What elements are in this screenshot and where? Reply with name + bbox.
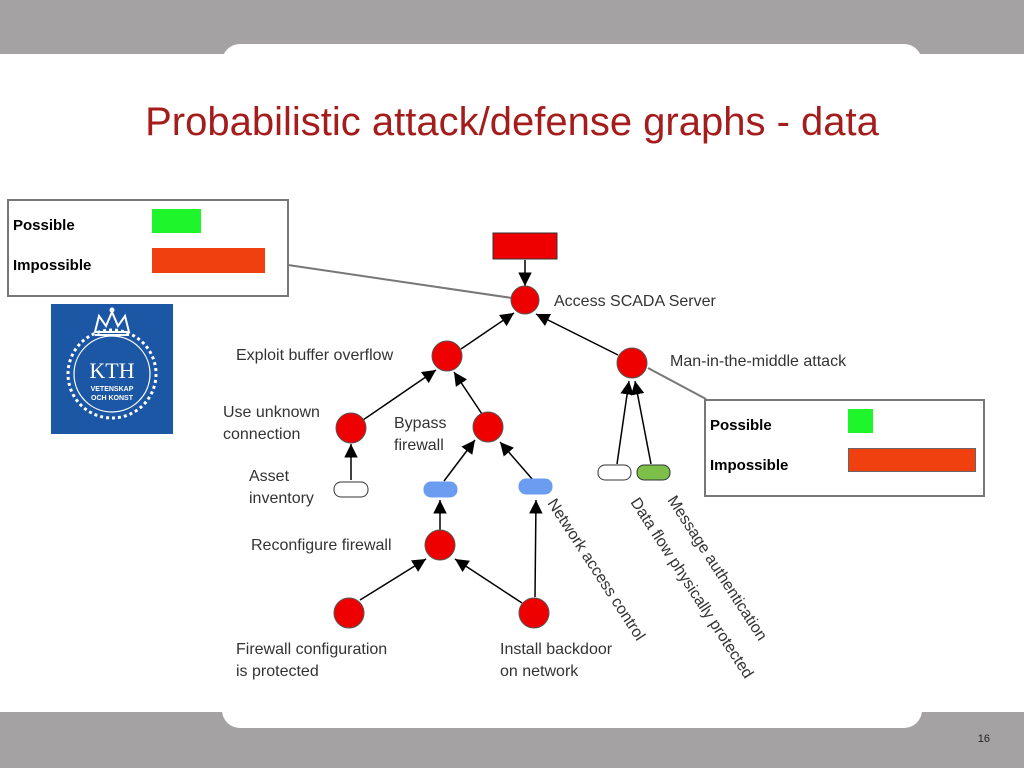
label-fw-config-1: Firewall configuration [236, 641, 387, 658]
legend-connector-top [287, 264, 513, 299]
logo-subtext-2: OCH KONST [91, 395, 134, 402]
legend-right: Possible Impossible [704, 399, 985, 497]
legend-top-impossible-swatch [152, 248, 265, 273]
label-exploit-buffer: Exploit buffer overflow [236, 347, 394, 364]
label-reconfigure: Reconfigure firewall [251, 537, 392, 554]
edge-unknown-to-exploit [362, 369, 437, 421]
node-exploit-buffer [431, 340, 463, 372]
legend-right-possible-swatch [848, 409, 873, 433]
logo-subtext-1: VETENSKAP [91, 386, 134, 393]
label-fw-config-2: is protected [236, 663, 319, 680]
edge-green-to-mitm [630, 380, 652, 465]
defense-data-flow [597, 464, 632, 481]
edge-fwconfig-to-reconfigure [359, 558, 427, 601]
edge-backdoor-to-reconfigure [454, 558, 523, 604]
node-fw-config [333, 597, 365, 629]
legend-right-impossible-swatch [848, 448, 976, 472]
label-use-unknown-2: connection [223, 426, 300, 443]
legend-top-possible-swatch [152, 209, 201, 233]
legend-top-impossible-label: Impossible [13, 257, 92, 274]
slide-title: Probabilistic attack/defense graphs - da… [145, 100, 879, 144]
label-asset-1: Asset [249, 468, 290, 485]
edge-blue1-to-bypass [443, 439, 476, 482]
node-backdoor [518, 597, 550, 629]
label-backdoor-2: on network [500, 663, 579, 680]
defense-asset-inventory [333, 481, 369, 498]
label-use-unknown-1: Use unknown [223, 404, 320, 421]
edge-mitm-to-access [535, 313, 619, 356]
legend-top-possible-label: Possible [13, 217, 75, 234]
edge-blue2-to-bypass [499, 441, 534, 481]
defense-reconfigure-blue [423, 481, 458, 498]
page-number: 16 [977, 733, 990, 745]
defense-message-auth [636, 464, 671, 481]
edge-backdoor-to-blue2 [529, 499, 543, 598]
label-backdoor-1: Install backdoor [500, 641, 613, 658]
defense-network-access [518, 478, 553, 495]
label-network-access: Network access control [544, 496, 648, 644]
goal-node [492, 232, 558, 260]
node-mitm [616, 347, 648, 379]
node-access-scada [510, 285, 540, 315]
legend-top: Possible Impossible [7, 199, 289, 297]
node-use-unknown [335, 412, 367, 444]
kth-logo: KTH VETENSKAP OCH KONST [51, 304, 173, 434]
edge-white2-to-mitm [616, 380, 634, 465]
label-bypass-2: firewall [394, 437, 444, 454]
node-bypass-firewall [472, 411, 504, 443]
edge-exploit-to-access [460, 312, 515, 350]
kth-crest-icon: KTH VETENSKAP OCH KONST [66, 307, 158, 420]
label-bypass-1: Bypass [394, 415, 446, 432]
edge-bypass-to-exploit [453, 371, 483, 415]
label-mitm: Man-in-the-middle attack [670, 353, 847, 370]
legend-right-impossible-label: Impossible [710, 457, 789, 474]
legend-connector-right [647, 367, 707, 400]
node-reconfigure [424, 529, 456, 561]
label-access-scada: Access SCADA Server [554, 293, 717, 310]
logo-text: KTH [89, 358, 134, 383]
label-asset-2: inventory [249, 490, 314, 507]
legend-right-possible-label: Possible [710, 417, 772, 434]
